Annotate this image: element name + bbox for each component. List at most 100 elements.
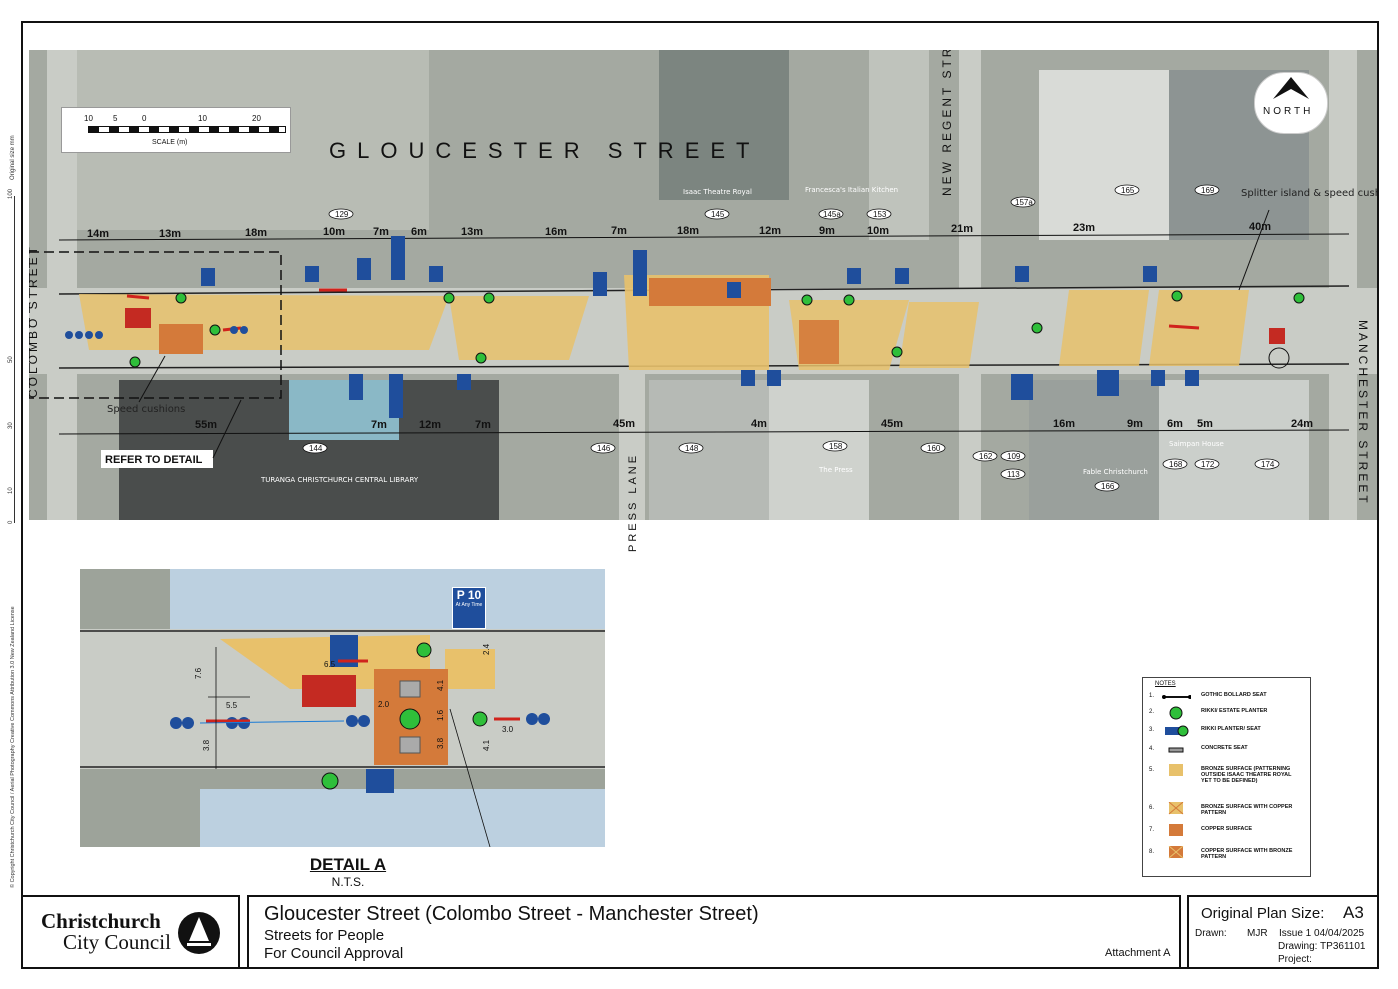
address-158: 158 <box>829 442 843 451</box>
address-145: 145 <box>711 210 725 219</box>
annotation-speed-cushions: Speed cushions <box>107 404 185 415</box>
drawn-label: Drawn: <box>1195 928 1227 939</box>
detail-dim-6: 1.6 <box>436 709 445 721</box>
notes-heading: NOTES <box>1155 681 1176 687</box>
dim-bottom-9: 6m <box>1167 418 1183 430</box>
detail-a-scale: N.T.S. <box>331 875 365 889</box>
address-144: 144 <box>309 444 323 453</box>
planter-seat-icon <box>1165 725 1189 737</box>
address-129: 129 <box>335 210 349 219</box>
mm-tick-100: 100 <box>8 188 14 199</box>
dim-top-5: 6m <box>411 226 427 238</box>
scale-tick: 20 <box>252 114 261 123</box>
dim-top-10: 12m <box>759 225 781 237</box>
dim-bottom-2: 12m <box>419 419 441 431</box>
gothic-bollard-seat-icon <box>1162 695 1191 699</box>
detail-dim-9: 2.4 <box>482 643 491 655</box>
address-166: 166 <box>1101 482 1115 491</box>
scale-bar-graphic <box>88 126 286 133</box>
detail-dim-1: 5.5 <box>226 701 238 710</box>
address-157a: 157a <box>1015 198 1033 207</box>
dim-top-8: 7m <box>611 225 627 237</box>
detail-dim-10: 3.0 <box>502 725 514 734</box>
press-lane-label-wrap: PRESS LANE <box>627 453 639 564</box>
copyright-notice: © Copyright Christchurch City Council / … <box>10 606 16 888</box>
detail-dim-5: 4.1 <box>436 679 445 691</box>
legend-item: 6. BRONZE SURFACE WITH COPPER PATTERN <box>1149 802 1293 816</box>
detail-dim-7: 3.8 <box>436 737 445 749</box>
dim-top-6: 13m <box>461 226 483 238</box>
detail-a-drawing: 7.6 5.5 3.8 6.5 2.0 4.1 1.6 3.8 4.1 2.4 … <box>80 569 605 847</box>
detail-a-plan: 7.6 5.5 3.8 6.5 2.0 4.1 1.6 3.8 4.1 2.4 … <box>80 569 605 847</box>
detail-dim-8: 4.1 <box>482 739 491 751</box>
legend-item: 1. GOTHIC BOLLARD SEAT <box>1149 690 1303 706</box>
dim-bottom-3: 7m <box>475 419 491 431</box>
council-name-line1: Christchurch <box>41 909 161 933</box>
address-172: 172 <box>1201 460 1215 469</box>
place-the-press: The Press <box>818 466 853 474</box>
address-165: 165 <box>1121 186 1135 195</box>
drawing-title: Gloucester Street (Colombo Street - Manc… <box>264 903 759 925</box>
detail-a-title: DETAIL A <box>309 855 387 874</box>
dim-bottom-5: 4m <box>751 418 767 430</box>
detail-dim-4: 2.0 <box>378 700 390 709</box>
place-isaac-theatre: Isaac Theatre Royal <box>683 188 752 196</box>
original-size-label: Original size mm <box>10 135 16 180</box>
mm-tick-0: 0 <box>8 520 14 524</box>
title-block-details: Original Plan Size: A3 Drawn: MJR Issue … <box>1187 895 1379 969</box>
drawing-subtitle: Streets for People <box>264 927 385 944</box>
planter-icon <box>1169 706 1183 720</box>
council-crest-icon <box>178 912 220 954</box>
place-saimpan: Saimpan House <box>1169 440 1224 448</box>
notes-legend: NOTES 1. GOTHIC BOLLARD SEAT 2. RIKKI/ E… <box>1142 677 1311 877</box>
address-113: 113 <box>1007 470 1020 479</box>
street-new-regent: NEW REGENT STREET <box>940 50 954 196</box>
mm-tick-10: 10 <box>8 487 14 494</box>
address-169: 169 <box>1201 186 1215 195</box>
dim-top-7: 16m <box>545 226 567 238</box>
mm-tick-30: 30 <box>8 422 14 429</box>
bronze-surface-swatch <box>1169 764 1183 776</box>
dim-bottom-1: 7m <box>371 419 387 431</box>
p10-sign-sub: At Any Time <box>455 602 483 608</box>
dim-top-12: 10m <box>867 225 889 237</box>
place-francescas: Francesca's Italian Kitchen <box>805 186 898 194</box>
attachment-label: Attachment A <box>1105 947 1171 959</box>
street-manchester: MANCHESTER STREET <box>1356 320 1370 506</box>
scale-tick: 10 <box>198 114 207 123</box>
scale-tick: 5 <box>113 114 118 123</box>
dim-top-2: 18m <box>245 227 267 239</box>
detail-dim-3: 6.5 <box>324 660 336 669</box>
detail-dim-0: 7.6 <box>194 667 203 679</box>
drawing-number: Drawing: TP361101 <box>1278 941 1366 952</box>
project-label: Project: <box>1278 954 1312 965</box>
address-153: 153 <box>873 210 887 219</box>
dim-top-11: 9m <box>819 225 835 237</box>
copper-surface-swatch <box>1169 824 1183 836</box>
address-174: 174 <box>1261 460 1275 469</box>
legend-item: 3. RIKKI PLANTER/ SEAT <box>1149 724 1303 740</box>
dim-top-1: 13m <box>159 228 181 240</box>
dim-top-13: 21m <box>951 223 973 235</box>
north-arrow: NORTH <box>1254 72 1328 134</box>
dim-bottom-4: 45m <box>613 418 635 430</box>
dim-bottom-0: 55m <box>195 419 217 431</box>
dim-top-9: 18m <box>677 225 699 237</box>
detail-a-title-block: DETAIL A N.T.S. <box>290 855 406 889</box>
dim-top-14: 23m <box>1073 222 1095 234</box>
street-gloucester: GLOUCESTER STREET <box>329 138 760 163</box>
issue-value: Issue 1 04/04/2025 <box>1279 928 1365 939</box>
scale-tick: 10 <box>84 114 93 123</box>
address-160: 160 <box>927 444 941 453</box>
dim-bottom-10: 5m <box>1197 418 1213 430</box>
mm-ruler <box>14 196 15 523</box>
legend-item: 2. RIKKI/ ESTATE PLANTER <box>1149 706 1303 722</box>
place-turanga: TURANGA CHRISTCHURCH CENTRAL LIBRARY <box>260 476 419 484</box>
address-109: 109 <box>1007 452 1021 461</box>
north-label: NORTH <box>1263 106 1314 117</box>
scale-label: SCALE (m) <box>152 139 188 146</box>
legend-item: 5. BRONZE SURFACE (PATTERNING OUTSIDE IS… <box>1149 764 1292 784</box>
street-colombo: COLOMBO STREET <box>29 244 40 398</box>
dim-bottom-6: 45m <box>881 418 903 430</box>
plan-size-value: A3 <box>1343 903 1364 922</box>
